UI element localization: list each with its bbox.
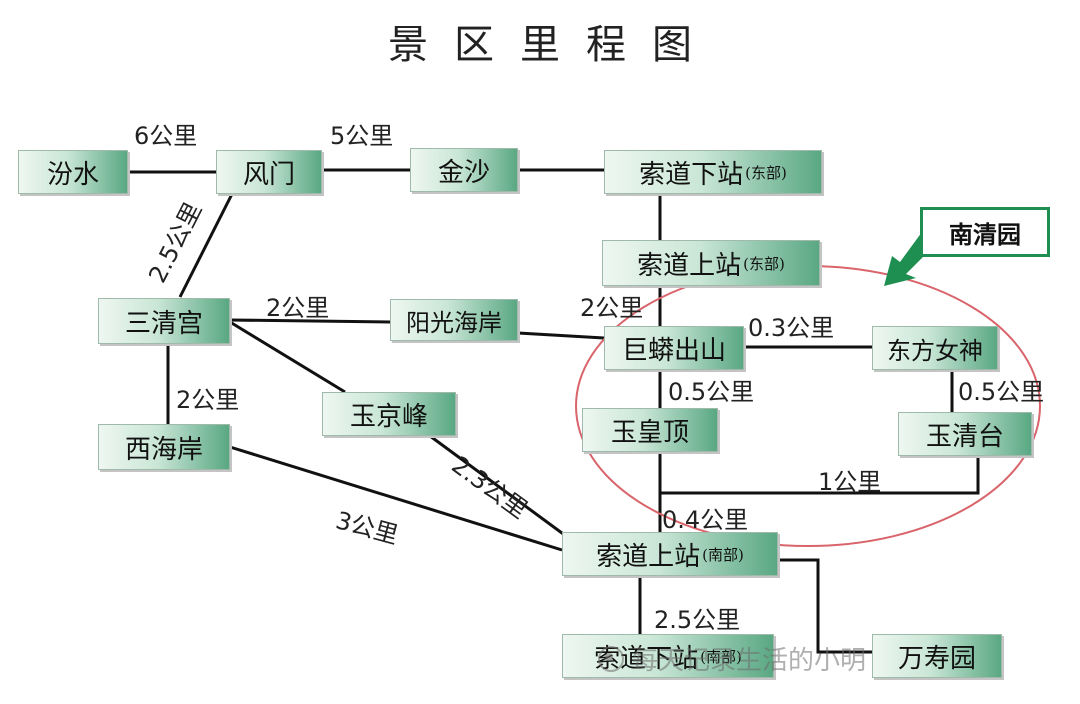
distance-sanqinggong-xihaian: 2公里: [176, 386, 240, 414]
node-suodao-xia-dong[interactable]: 索道下站 (东部): [604, 150, 822, 194]
node-fenshui[interactable]: 汾水: [18, 150, 128, 194]
distance-yuhuang-suodao-nan: 0.4公里: [662, 506, 749, 534]
node-label: 风门: [242, 159, 295, 190]
node-yuhuangding[interactable]: 玉皇顶: [582, 408, 718, 452]
edge-yujing-suodao-nan: [429, 434, 567, 538]
node-label: 金沙: [437, 157, 490, 188]
node-label: 阳光海岸: [406, 308, 502, 337]
node-yuqingtai[interactable]: 玉清台: [898, 412, 1032, 456]
edge-suodao-nan-wanshou: [778, 558, 872, 654]
page-title: 景区里程图: [388, 22, 718, 68]
nanqingyuan-callout: 南清园: [920, 207, 1050, 257]
node-jumang-chushan[interactable]: 巨蟒出山: [604, 326, 744, 370]
node-sublabel: (东部): [743, 254, 785, 273]
distance-fenshui-fengmen: 6公里: [134, 122, 198, 150]
distance-suodao-nan-xia-nan: 2.5公里: [654, 606, 741, 634]
watermark: 每天记录生活的小明: [598, 640, 866, 677]
node-sublabel: (南部): [702, 545, 744, 564]
node-fengmen[interactable]: 风门: [216, 150, 322, 194]
node-label: 玉皇顶: [610, 417, 689, 448]
watermark-text: 每天记录生活的小明: [632, 646, 867, 676]
distance-jumang-yuhuang: 0.5公里: [668, 378, 755, 406]
edge-yuqing-junction: [660, 456, 980, 495]
node-label: 东方女神: [887, 336, 983, 365]
distance-fengmen-jinsha: 5公里: [330, 122, 394, 150]
node-label: 西海岸: [124, 434, 203, 465]
node-xihaian[interactable]: 西海岸: [98, 424, 230, 470]
distance-suodao-shang-dong-jumang: 2公里: [580, 294, 644, 322]
node-sanqinggong[interactable]: 三清宫: [98, 298, 230, 344]
node-label: 索道上站: [596, 541, 701, 572]
edge-sanqinggong-yujing: [229, 320, 346, 394]
node-label: 巨蟒出山: [621, 335, 726, 366]
edge-yangguang-jumang: [517, 331, 605, 340]
edge-sanqinggong-yangguang: [229, 318, 391, 324]
node-label: 玉清台: [925, 421, 1004, 452]
node-label: 汾水: [46, 159, 99, 190]
distance-yuqing-junction: 1公里: [818, 468, 882, 496]
node-sublabel: (南部): [700, 647, 742, 666]
node-label: 索道下站: [639, 159, 744, 190]
edge-fengmen-sanqinggong: [178, 193, 234, 298]
edge-xihaian-suodao-nan: [229, 445, 563, 552]
node-dongfang-nvshen[interactable]: 东方女神: [872, 326, 998, 370]
node-suodao-shang-dong[interactable]: 索道上站 (东部): [602, 240, 820, 286]
distance-dongfang-yuqing: 0.5公里: [958, 378, 1045, 406]
distance-jumang-dongfang: 0.3公里: [748, 314, 835, 342]
node-wanshouyuan[interactable]: 万寿园: [872, 634, 1002, 678]
node-suodao-shang-nan[interactable]: 索道上站 (南部): [562, 532, 778, 576]
node-label: 索道上站: [637, 250, 742, 281]
node-yangguang-haian[interactable]: 阳光海岸: [390, 299, 518, 341]
node-sublabel: (东部): [745, 163, 787, 182]
edges: [128, 168, 980, 654]
node-label: 三清宫: [124, 308, 203, 339]
node-label: 玉京峰: [349, 401, 428, 432]
node-label: 万寿园: [897, 643, 976, 674]
distance-sanqinggong-yangguang: 2公里: [266, 294, 330, 322]
watermark-logo-icon: [598, 645, 624, 672]
node-jinsha[interactable]: 金沙: [410, 148, 518, 192]
node-yujingfeng[interactable]: 玉京峰: [322, 392, 456, 436]
